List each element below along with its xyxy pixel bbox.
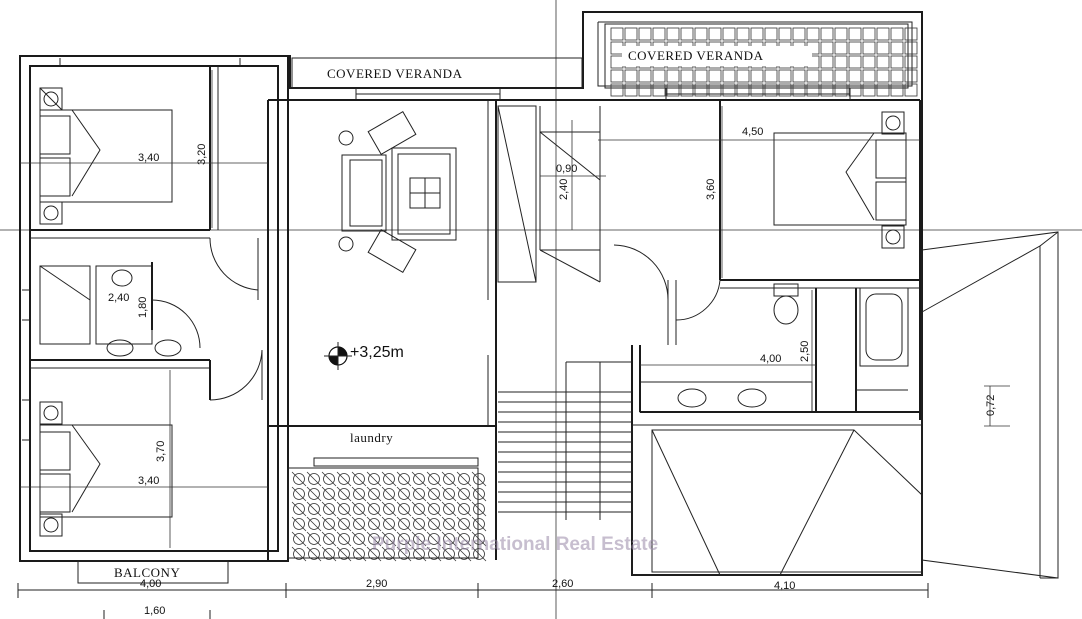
- laundry-screen: [287, 457, 487, 562]
- laundry-label: laundry: [350, 430, 393, 445]
- bottom-dim-4: 4,10: [774, 580, 795, 592]
- bed1-height-dim: 3,20: [196, 144, 208, 165]
- bedroom-1: [20, 58, 268, 239]
- outer-walls: [19, 11, 923, 576]
- veranda-left: [291, 57, 583, 100]
- roof-dim: 0,72: [985, 395, 997, 416]
- level-label: +3,25m: [350, 344, 404, 361]
- level-marker: [324, 342, 352, 370]
- veranda-right-label: COVERED VERANDA: [628, 48, 764, 63]
- closet-height-dim: 2,40: [558, 179, 570, 200]
- master-bedroom: [598, 100, 920, 345]
- stairs: [498, 361, 632, 520]
- veranda-left-label: COVERED VERANDA: [327, 66, 463, 81]
- master-bath-width-dim: 4,00: [760, 353, 781, 365]
- bed2-height-dim: 3,70: [155, 441, 167, 462]
- living-area: [268, 100, 497, 560]
- bath1-height-dim: 1,80: [137, 297, 149, 318]
- bottom-dim-1: 4,00: [140, 578, 161, 590]
- bottom-dimension-line: [17, 583, 929, 619]
- balcony: [77, 560, 229, 584]
- bed2-width-dim: 3,40: [138, 475, 159, 487]
- balcony-label: BALCONY: [114, 565, 180, 580]
- master-width-dim: 4,50: [742, 126, 763, 138]
- bedroom-2: [20, 370, 268, 548]
- bottom-dim-sub: 1,60: [144, 605, 165, 617]
- bath1-width-dim: 2,40: [108, 292, 129, 304]
- master-height-dim: 3,60: [705, 179, 717, 200]
- closet-width-dim: 0,90: [556, 163, 577, 175]
- veranda-right: [604, 23, 918, 100]
- master-bathroom: [639, 283, 920, 413]
- master-bath-height-dim: 2,50: [799, 341, 811, 362]
- bed1-width-dim: 3,40: [138, 152, 159, 164]
- roof-bottom: [631, 424, 923, 576]
- bottom-dim-2: 2,90: [366, 578, 387, 590]
- bathroom-1: [22, 237, 263, 401]
- closet: [497, 105, 606, 283]
- bottom-dim-3: 2,60: [552, 578, 573, 590]
- watermark: Purple International Real Estate: [372, 534, 658, 555]
